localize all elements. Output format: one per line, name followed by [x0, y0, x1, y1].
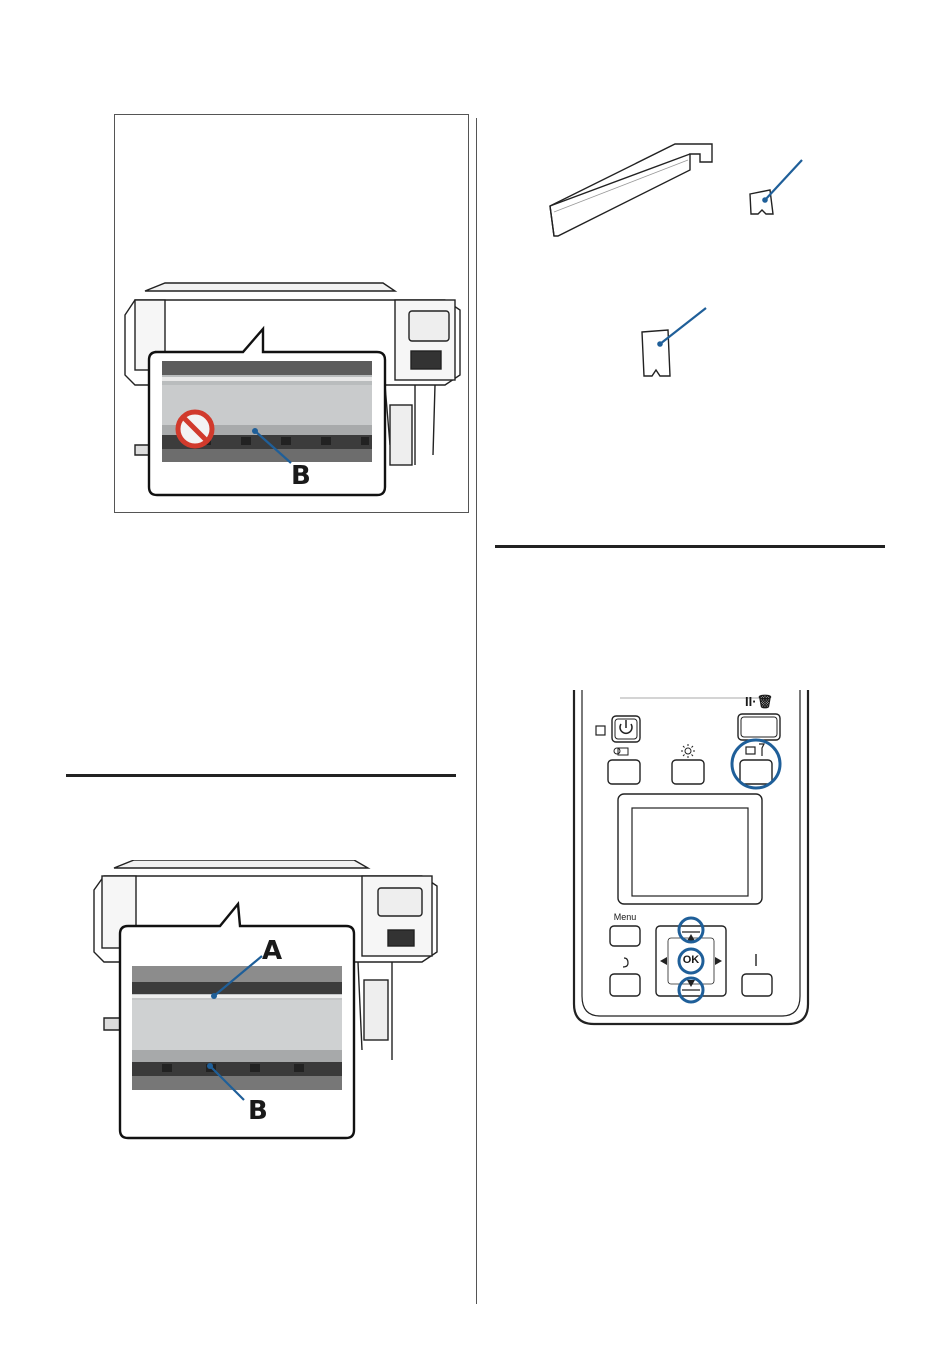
- callout-b-label: B: [291, 461, 311, 491]
- section-rule-left: [66, 774, 456, 777]
- figure-tools: [540, 140, 830, 390]
- menu-button[interactable]: [610, 926, 640, 946]
- lcd-screen: [618, 794, 762, 904]
- power-button[interactable]: [612, 716, 640, 742]
- ok-label: OK: [679, 954, 703, 966]
- column-divider: [476, 118, 477, 1304]
- light-button[interactable]: [672, 744, 704, 784]
- callout-a-label: A: [262, 936, 282, 966]
- control-panel-figure: II·🗑 Menu OK: [570, 690, 812, 1030]
- maintenance-icon: [746, 744, 764, 756]
- printer-illustration: [115, 115, 468, 512]
- pause-label: II·🗑: [738, 694, 780, 710]
- back-icon: [623, 958, 628, 967]
- menu-label: Menu: [610, 912, 640, 922]
- large-clip-icon: [642, 330, 670, 376]
- maintenance-button[interactable]: [732, 740, 780, 788]
- light-icon: [681, 744, 695, 758]
- down-button[interactable]: [679, 978, 703, 1002]
- figure-printer-a-b: A B: [92, 860, 442, 1142]
- feed-button[interactable]: [742, 954, 772, 996]
- back-button[interactable]: [610, 958, 640, 996]
- cleaning-stick-icon: [550, 144, 712, 236]
- pause-button[interactable]: [738, 714, 780, 740]
- media-feed-button[interactable]: [608, 748, 640, 784]
- callout-b-label: B: [248, 1096, 268, 1126]
- figure-printer-prohibited: B: [114, 114, 469, 513]
- section-rule-right: [495, 545, 885, 548]
- media-icon: [614, 748, 628, 755]
- prohibited-icon: [178, 412, 212, 446]
